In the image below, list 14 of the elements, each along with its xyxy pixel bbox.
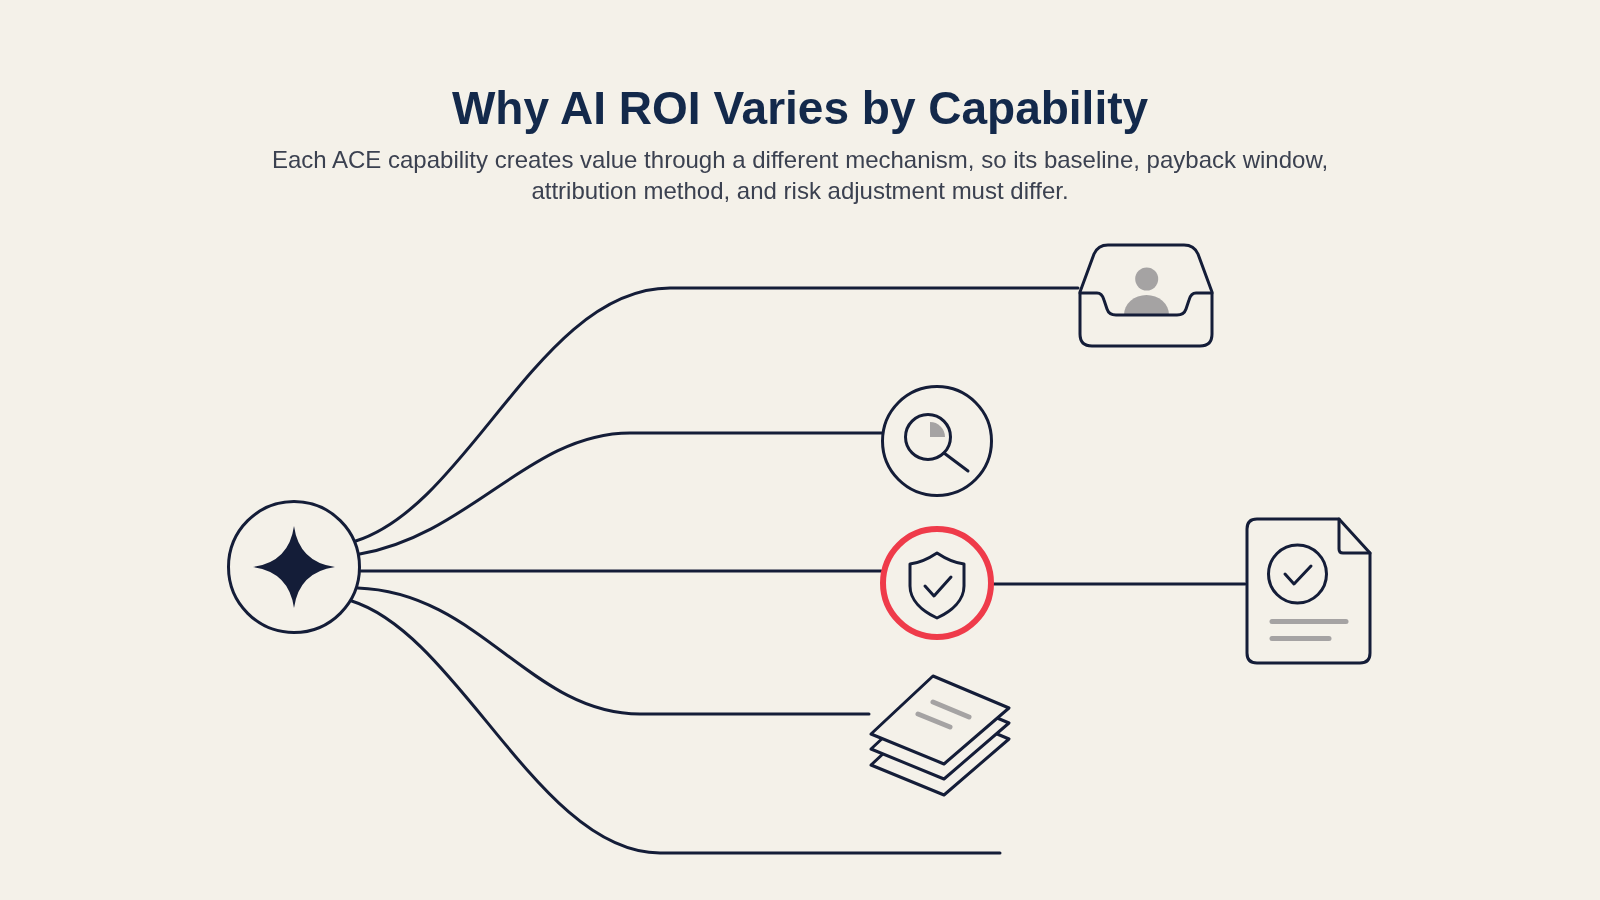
connector-line (992, 582, 1247, 586)
icon-circle (881, 385, 993, 497)
hub-circle (227, 500, 361, 634)
connector-line (358, 431, 884, 556)
document-check-icon (1245, 517, 1372, 665)
connector-line (354, 286, 1080, 543)
connector-line (359, 569, 883, 573)
highlight-circle (880, 526, 994, 640)
title: Why AI ROI Varies by Capability (451, 81, 1149, 136)
subtitle: Each ACE capability creates value through a different mechanism, so its baseline, payback window, attribution method, and risk adjustment must differ. (270, 145, 1330, 206)
connector-line (350, 599, 1002, 855)
connector-line (356, 586, 871, 716)
inbox-icon (1078, 243, 1214, 348)
stacked-papers-icon (869, 674, 1011, 797)
